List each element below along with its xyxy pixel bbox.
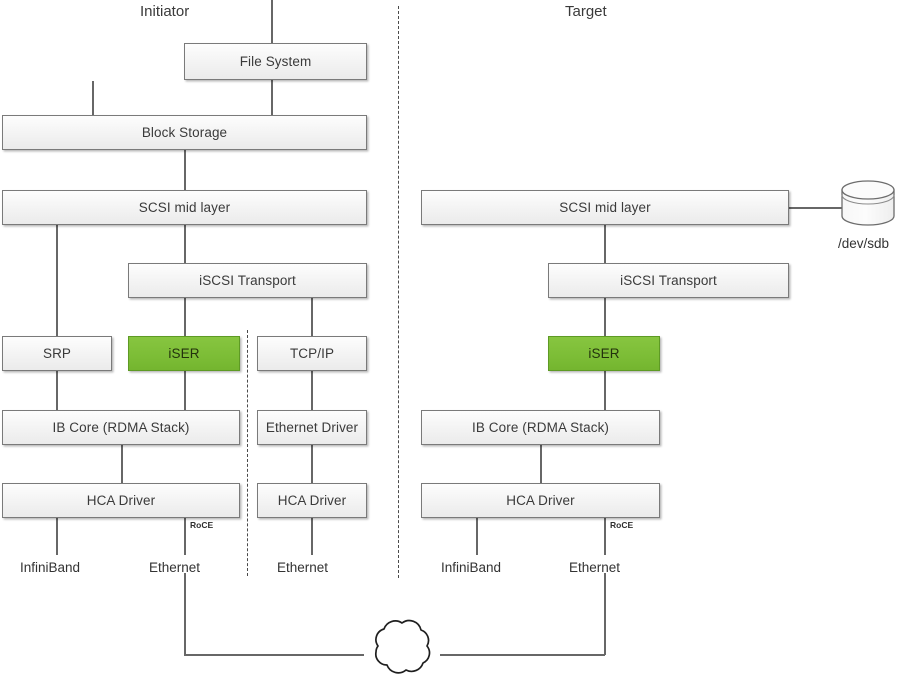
node-scsi-mid-layer-initiator-label: SCSI mid layer [138, 200, 231, 215]
connector-target-hca-to-ethernet [604, 517, 606, 555]
node-scsi-mid-layer-initiator[interactable]: SCSI mid layer [2, 190, 367, 225]
label-infiniband-initiator: InfiniBand [20, 560, 81, 575]
initiator-section-title: Initiator [140, 3, 190, 20]
connector-cloud-to-target-ethernet [440, 654, 605, 656]
connector-iscsi-transport-to-tcpip [311, 297, 313, 337]
node-iscsi-transport-initiator[interactable]: iSCSI Transport [128, 263, 367, 298]
node-hca-driver-eth[interactable]: HCA Driver [257, 483, 367, 518]
connector-top-to-file-system [271, 0, 273, 44]
label-ethernet-tcp-initiator: Ethernet [277, 560, 329, 575]
connector-initiator-ethernet-down [184, 573, 186, 655]
node-iscsi-transport-target-label: iSCSI Transport [620, 273, 717, 288]
node-srp-label: SRP [42, 346, 72, 361]
connector-ib-core-to-hca-driver [121, 444, 123, 484]
connector-hca-to-ethernet-roce [184, 517, 186, 555]
node-ib-core-target[interactable]: IB Core (RDMA Stack) [421, 410, 660, 445]
label-infiniband-target: InfiniBand [441, 560, 502, 575]
connector-app-to-block-storage [92, 81, 94, 116]
node-iser-target[interactable]: iSER [548, 336, 660, 371]
node-tcp-ip[interactable]: TCP/IP [257, 336, 367, 371]
node-hca-driver-target[interactable]: HCA Driver [421, 483, 660, 518]
node-iser-target-label: iSER [588, 346, 620, 361]
connector-tcpip-to-ethernet-driver [311, 370, 313, 411]
node-hca-driver-target-label: HCA Driver [506, 493, 575, 508]
node-iser-initiator[interactable]: iSER [128, 336, 240, 371]
node-scsi-mid-layer-target[interactable]: SCSI mid layer [421, 190, 789, 225]
label-ethernet-roce-initiator: Ethernet [149, 560, 201, 575]
connector-ethernet-driver-to-hca-driver [311, 444, 313, 484]
target-section-title: Target [565, 3, 607, 20]
node-ib-core-initiator-label: IB Core (RDMA Stack) [52, 420, 190, 435]
node-ethernet-driver-label: Ethernet Driver [265, 420, 359, 435]
node-ethernet-driver[interactable]: Ethernet Driver [257, 410, 367, 445]
node-iscsi-transport-initiator-label: iSCSI Transport [199, 273, 296, 288]
connector-srp-to-ib-core [56, 370, 58, 411]
connector-hca-to-infiniband [56, 517, 58, 555]
connector-scsi-to-iscsi-transport [184, 224, 186, 264]
connector-target-iser-to-ib-core [604, 370, 606, 411]
label-roce-initiator: RoCE [190, 520, 214, 530]
network-cloud-icon [374, 619, 431, 674]
connector-target-iscsi-transport-to-iser [604, 297, 606, 337]
storage-disk-icon [841, 180, 895, 226]
label-ethernet-target: Ethernet [569, 560, 621, 575]
node-hca-driver-eth-label: HCA Driver [277, 493, 347, 508]
node-block-storage-label: Block Storage [141, 125, 228, 140]
connector-target-ethernet-down [604, 573, 606, 655]
node-file-system[interactable]: File System [184, 43, 367, 80]
node-block-storage[interactable]: Block Storage [2, 115, 367, 150]
connector-file-system-to-block-storage [271, 79, 273, 116]
connector-scsi-to-disk [789, 207, 842, 209]
connector-target-scsi-to-iscsi-transport [604, 224, 606, 264]
node-ib-core-initiator[interactable]: IB Core (RDMA Stack) [2, 410, 240, 445]
connector-scsi-to-srp [56, 224, 58, 337]
connector-hca-tcp-to-ethernet [311, 517, 313, 555]
node-ib-core-target-label: IB Core (RDMA Stack) [471, 420, 610, 435]
connector-target-ib-core-to-hca-driver [540, 444, 542, 484]
connector-target-hca-to-infiniband [476, 517, 478, 555]
connector-initiator-ethernet-to-cloud [184, 654, 364, 656]
node-iser-initiator-label: iSER [168, 346, 200, 361]
rdma-tcp-divider [247, 330, 248, 576]
node-iscsi-transport-target[interactable]: iSCSI Transport [548, 263, 789, 298]
initiator-target-divider [398, 6, 399, 578]
node-hca-driver-rdma[interactable]: HCA Driver [2, 483, 240, 518]
node-scsi-mid-layer-target-label: SCSI mid layer [559, 200, 651, 215]
label-storage-device: /dev/sdb [838, 236, 890, 251]
node-file-system-label: File System [239, 54, 312, 69]
connector-block-storage-to-scsi [184, 149, 186, 191]
connector-iscsi-transport-to-iser [184, 297, 186, 337]
label-roce-target: RoCE [610, 520, 634, 530]
node-tcp-ip-label: TCP/IP [289, 346, 335, 361]
node-srp[interactable]: SRP [2, 336, 112, 371]
connector-iser-to-ib-core [184, 370, 186, 411]
node-hca-driver-rdma-label: HCA Driver [86, 493, 156, 508]
